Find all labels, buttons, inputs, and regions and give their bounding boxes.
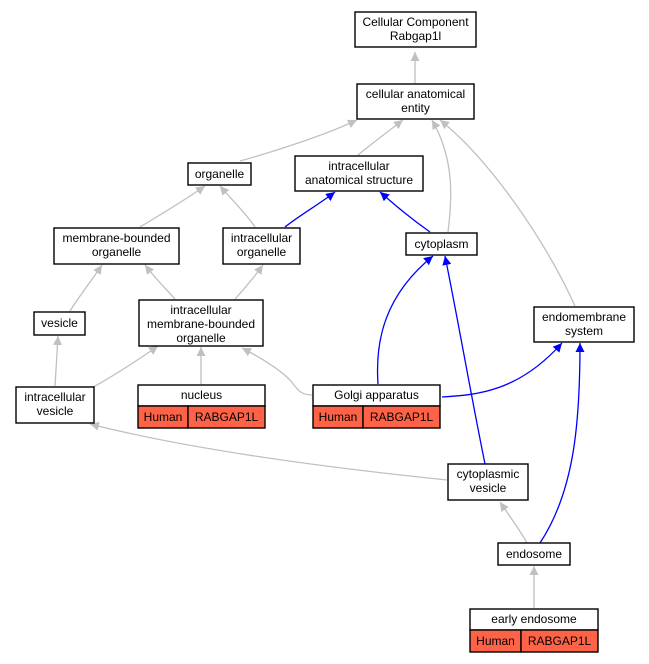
node-mbo-line-1: membrane-bounded	[62, 231, 170, 245]
node-membrane-bounded-organelle[interactable]: membrane-bounded organelle	[53, 227, 180, 265]
node-io-line-1: intracellular	[231, 231, 292, 245]
golgi-annotation-gene: RABGAP1L	[370, 410, 434, 424]
edge-vesicle-to-mbo	[69, 264, 103, 312]
edge-golgi-to-imbo	[241, 347, 314, 396]
node-iv-line-2: vesicle	[37, 404, 74, 418]
nucleus-annotation-gene: RABGAP1L	[195, 410, 259, 424]
edge-io-to-organelle	[219, 185, 256, 228]
node-cytoplasmic-vesicle[interactable]: cytoplasmic vesicle	[447, 463, 529, 501]
node-early-line-1: early endosome	[491, 612, 577, 626]
node-endosys-line-1: endomembrane	[542, 310, 626, 324]
edge-endosys-to-cae	[439, 119, 576, 307]
nucleus-annotation: Human RABGAP1L	[137, 405, 266, 429]
node-intracellular-organelle[interactable]: intracellular organelle	[222, 227, 301, 265]
edge-mbo-to-organelle	[139, 185, 206, 228]
edge-io-to-ias	[284, 191, 336, 228]
node-imbo-line-2: membrane-bounded	[147, 317, 255, 331]
edge-cv-to-iv	[89, 421, 448, 481]
node-cytoplasm[interactable]: cytoplasm	[405, 232, 478, 256]
node-ias-line-2: anatomical structure	[305, 173, 413, 187]
node-root-line-2: Rabgap1l	[390, 29, 441, 43]
edge-organelle-to-cae	[239, 119, 358, 162]
edge-ias-to-cae	[357, 119, 404, 156]
edge-endosome-to-cv	[499, 501, 528, 544]
node-cv-line-1: cytoplasmic	[457, 467, 520, 481]
golgi-annotation-gene-cell	[362, 405, 441, 429]
nucleus-annotation-gene-cell	[187, 405, 266, 429]
edge-imbo-to-io	[234, 264, 264, 300]
nucleus-annotation-species: Human	[144, 410, 183, 424]
edge-layer	[53, 52, 585, 608]
node-vesicle-line-1: vesicle	[41, 316, 78, 330]
node-layer: Cellular Component Rabgap1l cellular ana…	[15, 11, 635, 653]
node-imbo-line-3: organelle	[176, 331, 226, 345]
node-io-line-2: organelle	[237, 245, 287, 259]
edge-golgi-to-cytoplasm	[376, 255, 434, 385]
node-cellular-anatomical-entity[interactable]: cellular anatomical entity	[356, 83, 475, 120]
early-annotation-gene: RABGAP1L	[528, 634, 592, 648]
node-cae-line-1: cellular anatomical	[366, 87, 465, 101]
node-intracellular-membrane-bounded-organelle[interactable]: intracellular membrane-bounded organelle	[138, 299, 264, 347]
node-intracellular-vesicle[interactable]: intracellular vesicle	[15, 386, 95, 424]
golgi-annotation: Human RABGAP1L	[312, 405, 441, 429]
node-ias-line-1: intracellular	[328, 159, 389, 173]
early-annotation-gene-cell	[520, 629, 599, 653]
node-endomembrane-system[interactable]: endomembrane system	[533, 306, 635, 343]
node-vesicle[interactable]: vesicle	[33, 311, 86, 336]
node-intracellular-anatomical-structure[interactable]: intracellular anatomical structure	[294, 155, 424, 192]
node-endosys-line-2: system	[565, 324, 603, 338]
node-cytoplasm-line-1: cytoplasm	[414, 237, 468, 251]
golgi-annotation-species: Human	[319, 410, 358, 424]
node-endosome-line-1: endosome	[506, 547, 562, 561]
edge-cytoplasm-to-ias	[379, 191, 431, 233]
edge-iv-to-vesicle	[53, 335, 63, 387]
node-endosome[interactable]: endosome	[497, 542, 571, 566]
node-golgi-apparatus[interactable]: Golgi apparatus Human RABGAP1L	[312, 384, 441, 429]
node-golgi-line-1: Golgi apparatus	[334, 388, 419, 402]
edge-endosome-to-endosys	[539, 342, 585, 544]
node-organelle-line-1: organelle	[195, 167, 245, 181]
node-root[interactable]: Cellular Component Rabgap1l	[354, 11, 477, 48]
early-annotation: Human RABGAP1L	[469, 629, 599, 653]
node-nucleus[interactable]: nucleus Human RABGAP1L	[137, 384, 266, 429]
edge-imbo-to-mbo	[144, 264, 176, 300]
edge-cytoplasm-to-cae	[431, 119, 452, 233]
early-annotation-species: Human	[476, 634, 515, 648]
edge-golgi-to-endosys	[441, 342, 563, 398]
node-cv-line-2: vesicle	[470, 481, 507, 495]
node-cae-line-2: entity	[401, 101, 430, 115]
node-imbo-line-1: intracellular	[170, 303, 231, 317]
edge-iv-to-imbo	[87, 345, 159, 391]
node-iv-line-1: intracellular	[24, 390, 85, 404]
node-early-endosome[interactable]: early endosome Human RABGAP1L	[469, 608, 599, 653]
node-organelle[interactable]: organelle	[187, 162, 252, 186]
edge-cv-to-cytoplasm	[442, 255, 486, 465]
node-nucleus-line-1: nucleus	[181, 388, 222, 402]
node-root-line-1: Cellular Component	[362, 15, 469, 29]
node-mbo-line-2: organelle	[92, 245, 142, 259]
